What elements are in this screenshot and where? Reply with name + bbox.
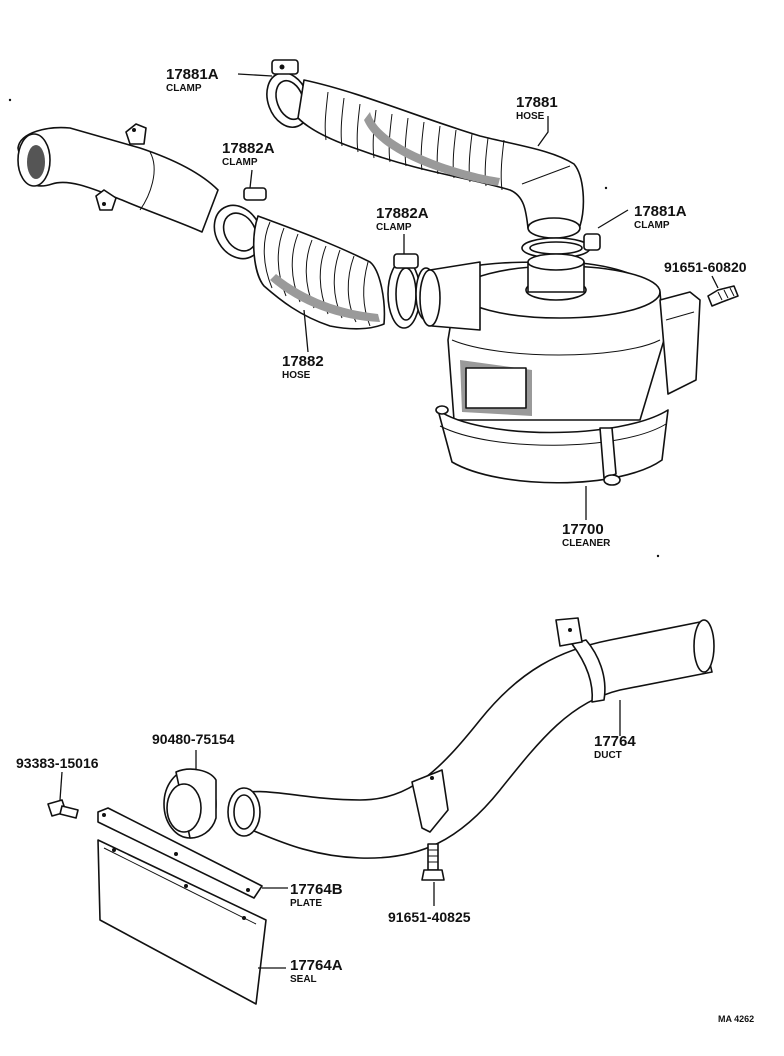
label-17882a-mid: 17882A CLAMP (376, 205, 429, 233)
label-17881a-right: 17881A CLAMP (634, 203, 687, 231)
label-17882a-left: 17882A CLAMP (222, 140, 275, 168)
label-17881a-top: 17881A CLAMP (166, 66, 219, 94)
part-name: HOSE (282, 370, 311, 381)
bolt-91651-40825 (421, 843, 445, 881)
label-17764: 17764 DUCT (594, 733, 636, 761)
part-number: 17882A (376, 205, 429, 222)
clamp-17882a-left (213, 187, 267, 260)
label-17881: 17881 HOSE (516, 94, 558, 122)
part-name: CLAMP (222, 157, 258, 168)
hose-17882 (252, 215, 386, 330)
part-number: 91651-40825 (388, 909, 471, 925)
part-number: 17881A (166, 66, 219, 83)
label-91651-60820: 91651-60820 (664, 259, 747, 275)
label-17882: 17882 HOSE (282, 353, 324, 381)
air-cleaner-17700 (419, 253, 701, 486)
part-number: 17882A (222, 140, 275, 157)
part-number: 17764A (290, 957, 343, 974)
intake-pipe-upper (17, 123, 219, 233)
ring-90480-75154 (163, 768, 217, 839)
bolt-91651-60820 (707, 285, 739, 307)
part-number: 93383-15016 (16, 755, 99, 771)
part-number: 17764 (594, 733, 636, 750)
part-name: PLATE (290, 898, 322, 909)
label-17764b: 17764B PLATE (290, 881, 343, 909)
bolt-93383-15016 (47, 799, 79, 819)
part-number: 17881A (634, 203, 687, 220)
part-number: 17764B (290, 881, 343, 898)
part-number: 90480-75154 (152, 731, 235, 747)
part-name: CLAMP (376, 222, 412, 233)
part-number: 91651-60820 (664, 259, 747, 275)
plate-17764b (97, 807, 263, 899)
part-number: 17700 (562, 521, 604, 538)
label-93383-15016: 93383-15016 (16, 755, 99, 771)
part-name: CLEANER (562, 538, 611, 549)
part-name: CLAMP (634, 220, 670, 231)
hose-17881 (297, 79, 585, 239)
reference-code: MA 4262 (718, 1014, 754, 1024)
part-name: DUCT (594, 750, 622, 761)
part-number: 17882 (282, 353, 324, 370)
part-name: CLAMP (166, 83, 202, 94)
label-90480-75154: 90480-75154 (152, 731, 235, 747)
leader-lines (59, 73, 719, 969)
label-17764a: 17764A SEAL (290, 957, 343, 985)
label-17700: 17700 CLEANER (562, 521, 611, 549)
clamp-17881a-right (521, 233, 601, 259)
part-name: SEAL (290, 974, 317, 985)
part-number: 17881 (516, 94, 558, 111)
seal-17764a (97, 839, 267, 1005)
duct-17764 (227, 617, 715, 859)
label-91651-40825: 91651-40825 (388, 909, 471, 925)
part-name: HOSE (516, 111, 545, 122)
